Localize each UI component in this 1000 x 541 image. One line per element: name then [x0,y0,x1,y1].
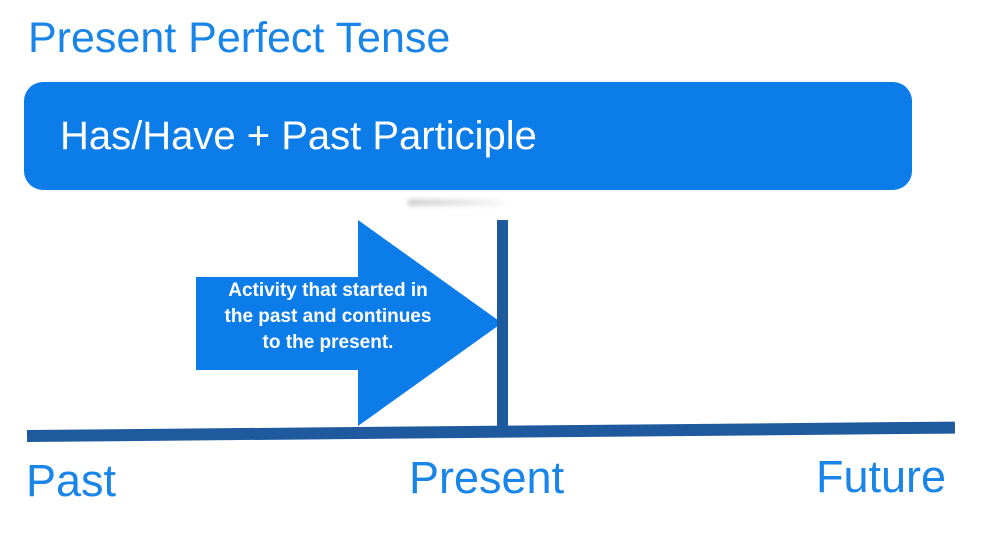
arrow-caption-line-1: Activity that started in [228,280,428,301]
timeline-label-past: Past [26,455,117,506]
timeline-arrow: Activity that started in the past and co… [196,218,504,428]
arrow-caption-line-3: to the present. [262,332,394,353]
present-marker-tick [497,220,508,436]
page-title: Present Perfect Tense [28,14,451,62]
timeline-label-future: Future [816,451,947,502]
formula-text: Has/Have + Past Participle [60,114,537,158]
arrow-caption-line-2: the past and continues [224,306,432,327]
scan-artifact [408,199,504,206]
formula-box: Has/Have + Past Participle [24,82,912,190]
arrow-caption: Activity that started in the past and co… [202,278,454,356]
timeline-label-present: Present [409,452,565,503]
